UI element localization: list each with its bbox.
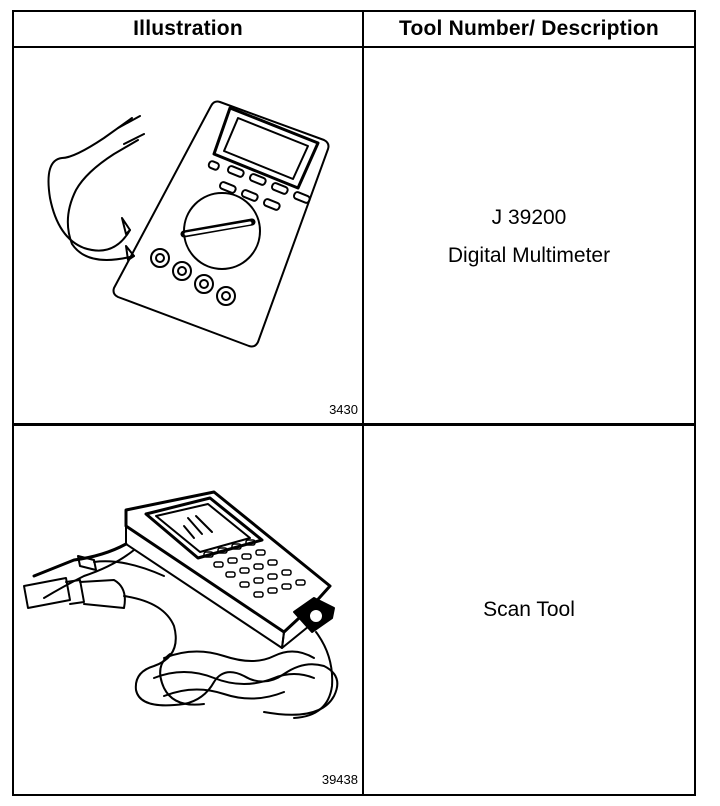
- description-column-header: Tool Number/ Description: [399, 17, 659, 40]
- tool-number: J 39200: [491, 206, 567, 229]
- scan-tool-icon: [23, 490, 339, 719]
- illustration-column-header: Illustration: [133, 17, 243, 40]
- tool-table: Illustration Tool Number/ Description: [12, 10, 696, 796]
- multimeter-description-cell: J 39200 Digital Multimeter: [364, 48, 694, 423]
- scan-tool-illustration-cell: 39438: [14, 426, 362, 794]
- figure-number: 3430: [329, 402, 358, 417]
- header-divider: [14, 46, 694, 48]
- tool-description: Scan Tool: [483, 598, 575, 621]
- column-divider: [362, 12, 364, 794]
- multimeter-illustration-cell: 3430: [14, 48, 362, 423]
- figure-number: 39438: [321, 772, 358, 787]
- digital-multimeter-icon: [47, 100, 330, 348]
- scan-tool-description-cell: Scan Tool: [364, 426, 694, 794]
- tool-description: Digital Multimeter: [447, 244, 611, 267]
- row-divider: [14, 423, 694, 426]
